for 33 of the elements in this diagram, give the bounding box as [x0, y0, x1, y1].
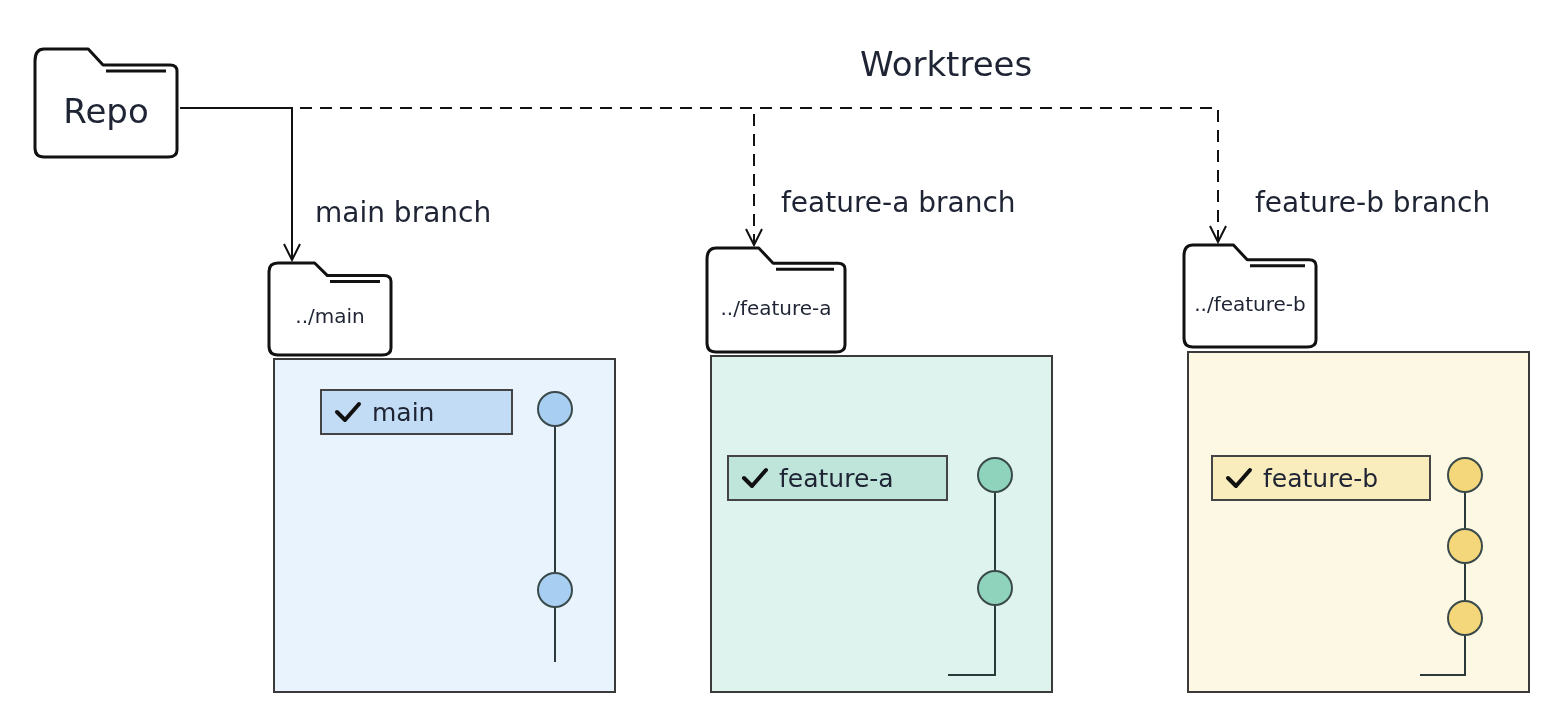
- branch-name: main: [372, 397, 435, 427]
- folder-box: [704, 245, 848, 355]
- commit-circle: [977, 457, 1013, 493]
- commit-line: [554, 607, 556, 663]
- commit-line: [994, 492, 996, 571]
- commit-circle: [1447, 457, 1483, 493]
- branch-tag: [727, 455, 948, 501]
- folder-box: [32, 46, 180, 160]
- branch-name: feature-a: [779, 463, 894, 493]
- folder-box: [266, 260, 394, 358]
- folder-label: Repo: [62, 91, 150, 132]
- commit-line: [1464, 492, 1466, 529]
- commit-circle: [537, 572, 573, 608]
- worktree-panel: [710, 355, 1053, 693]
- branch-tag: [1211, 455, 1431, 501]
- diagram-title: Worktrees: [860, 44, 1033, 84]
- commit-line: [1419, 635, 1466, 676]
- commit-circle: [977, 570, 1013, 606]
- branch-tag: [320, 389, 513, 435]
- commit-line: [554, 426, 556, 573]
- commit-line: [947, 605, 996, 676]
- commit-circle: [1447, 600, 1483, 636]
- worktree-panel: [273, 358, 616, 693]
- commit-circle: [537, 391, 573, 427]
- worktree-panel: [1187, 351, 1530, 693]
- branch-name: feature-b: [1263, 463, 1379, 493]
- commit-circle: [1447, 528, 1483, 564]
- folder-label: ../feature-a: [719, 296, 833, 321]
- folder-label: ../feature-b: [1193, 292, 1307, 317]
- folder-box: [1181, 242, 1319, 350]
- arrow: [179, 107, 301, 261]
- folder-label: ../main: [294, 304, 366, 329]
- commit-line: [1464, 563, 1466, 601]
